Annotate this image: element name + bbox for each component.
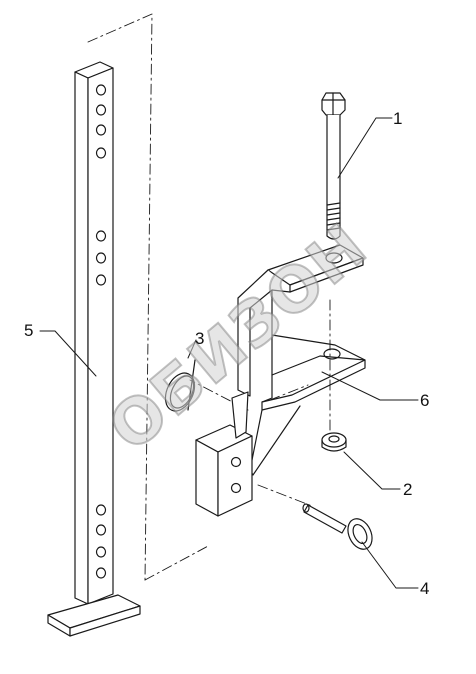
latch-block (195, 391, 253, 517)
callout-label-6: 6 (420, 391, 430, 410)
post-holes (95, 84, 107, 579)
callout-label-1: 1 (393, 109, 403, 128)
callout-label-4: 4 (420, 579, 430, 598)
spring-clip-part-3 (164, 359, 196, 412)
bracket-part-6 (237, 244, 366, 476)
callout-label-5: 5 (24, 321, 34, 340)
callout-label-2: 2 (403, 480, 413, 499)
hex-bolt-part-1 (321, 92, 346, 240)
eye-pin-part-4 (302, 503, 373, 550)
assembly-guide-lines (87, 13, 331, 581)
lock-nut-part-2 (321, 432, 347, 452)
upright-post-part-5 (47, 61, 141, 637)
callout-label-3: 3 (195, 329, 205, 348)
callout-leader-lines (39, 117, 419, 589)
